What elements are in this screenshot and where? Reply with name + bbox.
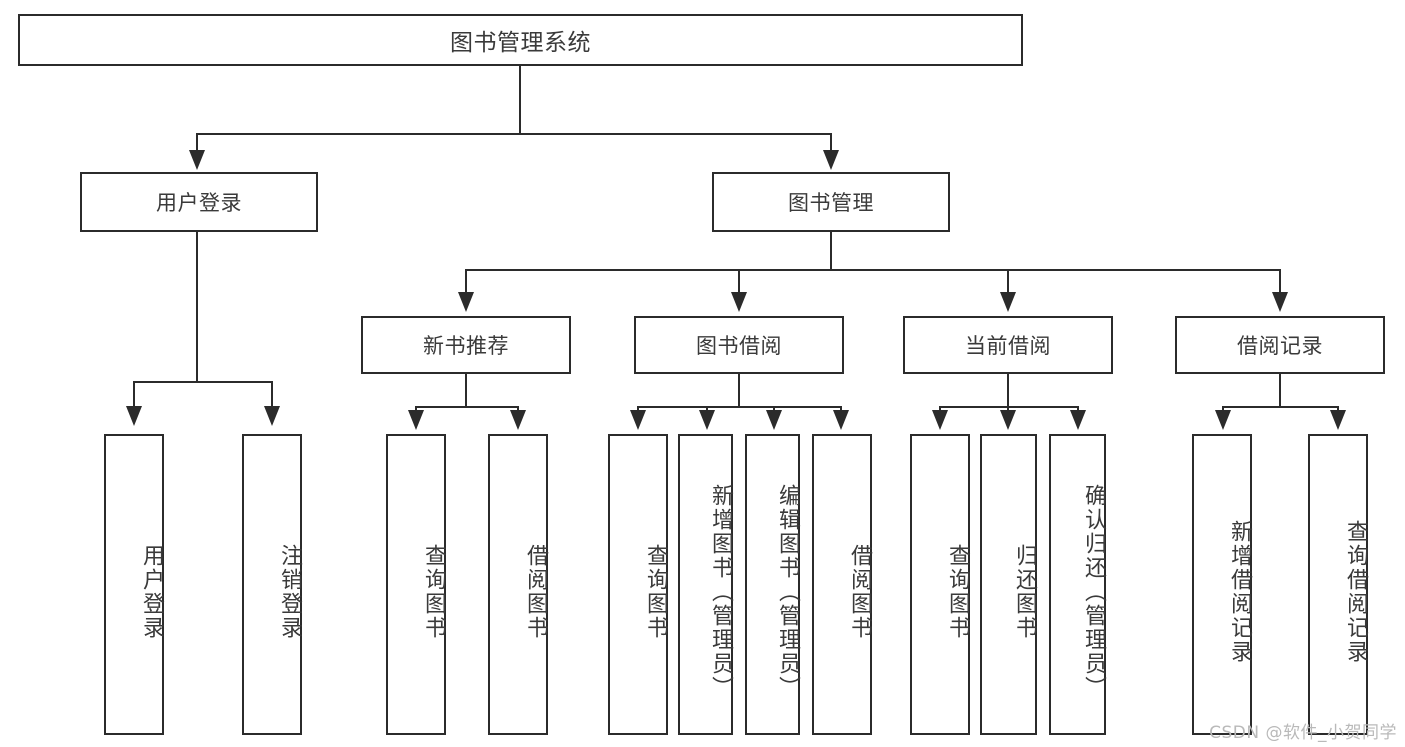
node-leaf-edit-book-label: 编辑图书（管理员） [775,483,800,700]
connector-bb-bus [637,406,842,408]
connector-user-login-branch-2 [271,381,273,409]
connector-user-login-stem [196,232,198,382]
node-user-login-label: 用户登录 [156,191,242,215]
connector-book-management-bus [465,269,1281,271]
connector-user-login-branch-1 [133,381,135,409]
connector-nbr-bus [415,406,519,408]
arrowhead-leaf-query-book-1 [408,410,424,430]
node-leaf-add-borrow-record-label: 新增借阅记录 [1227,519,1252,664]
arrowhead-book-borrow [731,292,747,312]
arrowhead-leaf-add-borrow-record [1215,410,1231,430]
node-leaf-borrow-book-1-label: 借阅图书 [523,543,548,640]
node-leaf-user-login-label: 用户登录 [139,543,164,640]
arrowhead-current-borrow [1000,292,1016,312]
connector-root-stem [519,66,521,134]
node-leaf-query-book-3[interactable]: 查询图书 [910,434,970,735]
arrowhead-leaf-borrow-book-1 [510,410,526,430]
node-leaf-query-borrow-record[interactable]: 查询借阅记录 [1308,434,1368,735]
node-new-book-recommend[interactable]: 新书推荐 [361,316,571,374]
node-borrow-record[interactable]: 借阅记录 [1175,316,1385,374]
node-leaf-borrow-book-1[interactable]: 借阅图书 [488,434,548,735]
node-leaf-borrow-book-2[interactable]: 借阅图书 [812,434,872,735]
node-leaf-logout-label: 注销登录 [277,543,302,640]
node-leaf-add-borrow-record[interactable]: 新增借阅记录 [1192,434,1252,735]
node-current-borrow-label: 当前借阅 [965,334,1051,358]
arrowhead-user-login [189,150,205,170]
connector-book-management-stem [830,232,832,270]
node-leaf-add-book-label: 新增图书（管理员） [708,483,733,700]
node-leaf-borrow-book-2-label: 借阅图书 [847,543,872,640]
connector-cb-bus [939,406,1079,408]
arrowhead-leaf-borrow-book-2 [833,410,849,430]
node-user-login[interactable]: 用户登录 [80,172,318,232]
connector-bm-branch-1 [465,269,467,294]
node-book-management[interactable]: 图书管理 [712,172,950,232]
node-leaf-query-borrow-record-label: 查询借阅记录 [1343,519,1368,664]
node-current-borrow[interactable]: 当前借阅 [903,316,1113,374]
arrowhead-leaf-return-book [1000,410,1016,430]
node-leaf-user-login[interactable]: 用户登录 [104,434,164,735]
node-new-book-recommend-label: 新书推荐 [423,334,509,358]
node-leaf-logout[interactable]: 注销登录 [242,434,302,735]
node-leaf-return-book-label: 归还图书 [1012,543,1037,640]
arrowhead-leaf-user-login [126,406,142,426]
node-borrow-record-label: 借阅记录 [1237,334,1323,358]
connector-bm-branch-4 [1279,269,1281,294]
node-leaf-confirm-return[interactable]: 确认归还（管理员） [1049,434,1106,735]
node-root[interactable]: 图书管理系统 [18,14,1023,66]
csdn-watermark: CSDN @软件_小贺同学 [1209,723,1397,743]
connector-bm-branch-3 [1007,269,1009,294]
arrowhead-borrow-record [1272,292,1288,312]
node-leaf-query-book-3-label: 查询图书 [945,543,970,640]
node-leaf-query-book-1-label: 查询图书 [421,543,446,640]
node-leaf-query-book-2-label: 查询图书 [643,543,668,640]
arrowhead-leaf-query-book-3 [932,410,948,430]
node-leaf-query-book-1[interactable]: 查询图书 [386,434,446,735]
connector-user-login-bus [133,381,273,383]
node-leaf-add-book[interactable]: 新增图书（管理员） [678,434,733,735]
arrowhead-new-book-recommend [458,292,474,312]
connector-nbr-stem [465,374,467,407]
connector-bm-branch-2 [738,269,740,294]
connector-root-to-book-management [830,133,832,153]
node-root-label: 图书管理系统 [450,30,591,56]
connector-cb-stem [1007,374,1009,407]
node-leaf-return-book[interactable]: 归还图书 [980,434,1037,735]
node-book-borrow[interactable]: 图书借阅 [634,316,844,374]
connector-bb-stem [738,374,740,407]
node-book-management-label: 图书管理 [788,191,874,215]
connector-root-bus [196,133,832,135]
arrowhead-leaf-query-book-2 [630,410,646,430]
connector-br-bus [1222,406,1339,408]
arrowhead-leaf-query-borrow-record [1330,410,1346,430]
arrowhead-leaf-add-book [699,410,715,430]
node-book-borrow-label: 图书借阅 [696,334,782,358]
arrowhead-leaf-logout [264,406,280,426]
arrowhead-book-management [823,150,839,170]
node-leaf-query-book-2[interactable]: 查询图书 [608,434,668,735]
arrowhead-leaf-edit-book [766,410,782,430]
connector-br-stem [1279,374,1281,407]
arrowhead-leaf-confirm-return [1070,410,1086,430]
node-leaf-edit-book[interactable]: 编辑图书（管理员） [745,434,800,735]
node-leaf-confirm-return-label: 确认归还（管理员） [1081,483,1106,700]
connector-root-to-user-login [196,133,198,153]
